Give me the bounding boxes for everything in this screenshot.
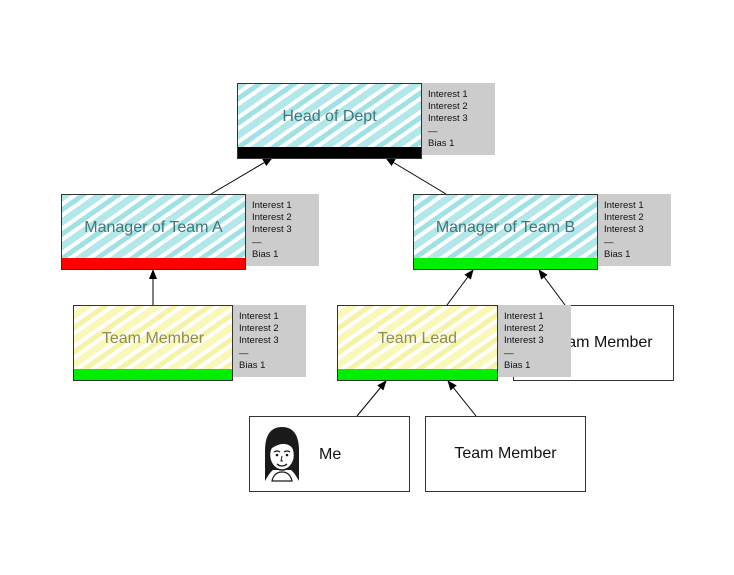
node-label: Team Lead <box>377 330 458 347</box>
node-label: Me <box>319 446 342 463</box>
interest-2: Interest 2 <box>504 323 544 335</box>
info-panel-member-a: Interest 1 Interest 2 Interest 3 — Bias … <box>233 305 306 377</box>
node-team-member-lead[interactable]: Team Member <box>425 416 586 492</box>
separator: — <box>604 236 614 248</box>
node-label: Manager of Team A <box>84 219 223 236</box>
node-label: Team Member <box>101 330 205 347</box>
interest-1: Interest 1 <box>239 311 279 322</box>
info-panel-team-lead: Interest 1 Interest 2 Interest 3 — Bias … <box>498 305 571 377</box>
interest-1: Interest 1 <box>428 89 468 100</box>
status-bar-red <box>62 258 245 269</box>
interest-2: Interest 2 <box>252 212 292 224</box>
arrow-member-b-to-manager-b <box>538 269 566 306</box>
bias-1: Bias 1 <box>604 248 631 260</box>
node-me[interactable]: Me <box>249 416 410 492</box>
node-manager-team-b[interactable]: Manager of Team B <box>413 194 598 270</box>
node-label: Team Member <box>454 445 557 462</box>
interest-3: Interest 3 <box>604 224 644 236</box>
node-label: Head of Dept <box>282 108 377 125</box>
status-bar-green <box>414 258 597 269</box>
node-team-member-a[interactable]: Team Member <box>73 305 233 381</box>
interest-2: Interest 2 <box>239 323 279 335</box>
interest-3: Interest 3 <box>504 335 544 347</box>
node-team-lead[interactable]: Team Lead <box>337 305 498 381</box>
node-label: Manager of Team B <box>435 219 576 236</box>
separator: — <box>252 236 262 248</box>
arrow-team-lead-to-manager-b <box>446 269 474 306</box>
bias-1: Bias 1 <box>428 137 455 149</box>
bias-1: Bias 1 <box>504 359 531 371</box>
interest-1: Interest 1 <box>504 311 544 322</box>
separator: — <box>428 125 438 137</box>
status-bar-black <box>238 147 421 158</box>
node-head-of-dept[interactable]: Head of Dept <box>237 83 422 159</box>
interest-1: Interest 1 <box>604 200 644 211</box>
status-bar-green <box>338 369 497 380</box>
info-panel-head: Interest 1 Interest 2 Interest 3 — Bias … <box>422 83 495 155</box>
separator: — <box>504 347 514 359</box>
interest-2: Interest 2 <box>604 212 644 224</box>
node-manager-team-a[interactable]: Manager of Team A <box>61 194 246 270</box>
interest-3: Interest 3 <box>252 224 292 236</box>
bias-1: Bias 1 <box>239 359 266 371</box>
interest-3: Interest 3 <box>239 335 279 347</box>
separator: — <box>239 347 249 359</box>
arrow-manager-a-to-head <box>210 157 273 195</box>
arrow-manager-b-to-head <box>385 157 447 195</box>
woman-avatar-icon <box>258 425 306 488</box>
interest-3: Interest 3 <box>428 113 468 125</box>
interest-2: Interest 2 <box>428 101 468 113</box>
status-bar-green <box>74 369 232 380</box>
interest-1: Interest 1 <box>252 200 292 211</box>
bias-1: Bias 1 <box>252 248 279 260</box>
arrow-member-lead-to-team-lead <box>447 380 477 417</box>
info-panel-manager-b: Interest 1 Interest 2 Interest 3 — Bias … <box>598 194 671 266</box>
node-label: Team Member <box>550 334 653 351</box>
info-panel-manager-a: Interest 1 Interest 2 Interest 3 — Bias … <box>246 194 319 266</box>
arrow-me-to-team-lead <box>356 380 387 417</box>
